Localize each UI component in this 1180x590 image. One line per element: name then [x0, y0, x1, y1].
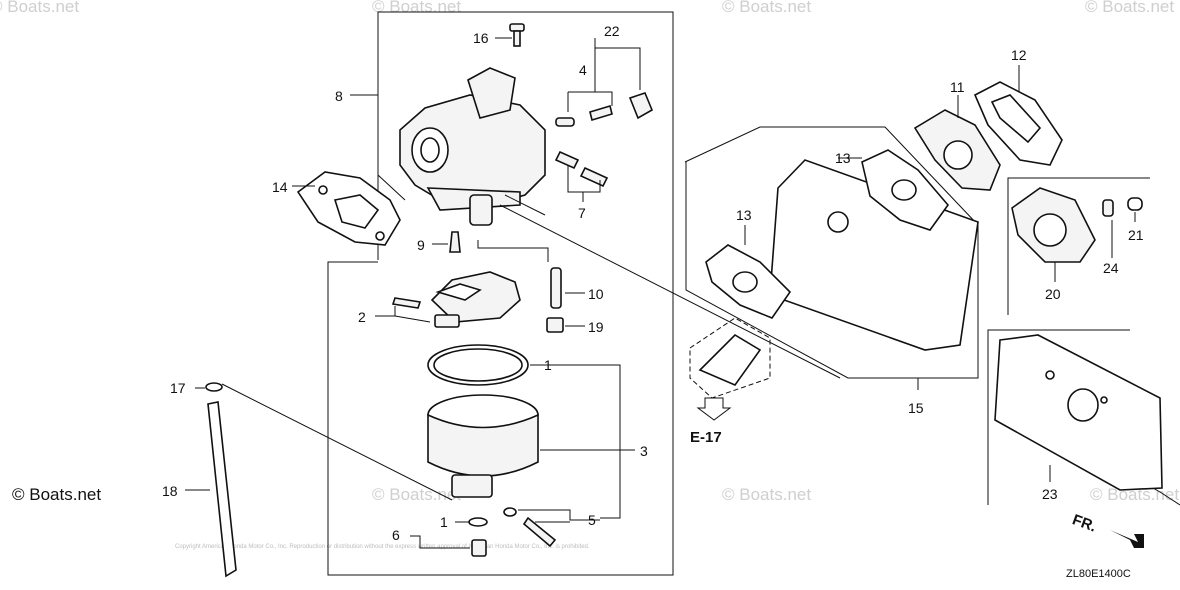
watermark: © Boats.net: [0, 0, 79, 16]
float-chamber-3: [427, 394, 539, 498]
watermark: © Boats.net: [722, 485, 811, 504]
callout-1-oring: 1: [544, 357, 552, 373]
watermark: © Boats.net: [372, 0, 461, 16]
elbow-group-border: [1007, 177, 1150, 315]
callout-20: 20: [1045, 286, 1061, 302]
gasket-13-upper: [861, 149, 950, 231]
callout-3: 3: [640, 443, 648, 459]
float-chamber-gasket-1: [427, 344, 529, 386]
callout-16: 16: [473, 30, 489, 46]
watermark: © Boats.net: [722, 0, 811, 16]
breather-tube-24: [1102, 199, 1114, 217]
callout-7: 7: [578, 205, 586, 221]
drawing-code: ZL80E1400C: [1066, 568, 1131, 580]
insulator-11: [913, 109, 1001, 191]
callout-11: 11: [950, 79, 965, 95]
front-direction-arrow: [1110, 530, 1144, 548]
air-cleaner-element-23: [994, 334, 1163, 491]
insulator-group-border: [684, 126, 979, 379]
callout-9: 9: [417, 237, 425, 253]
callout-2: 2: [358, 309, 366, 325]
throttle-stop-screw-set: [554, 150, 609, 188]
callout-24: 24: [1103, 260, 1119, 276]
gasket-13-lower: [705, 244, 792, 319]
callout-4: 4: [579, 62, 587, 78]
callout-12: 12: [1011, 47, 1027, 63]
copyright-fine-print: Copyright American Honda Motor Co., Inc.…: [175, 544, 590, 550]
leader-lines: [185, 37, 1136, 549]
main-jet-9: [449, 231, 461, 253]
callout-8: 8: [335, 88, 343, 104]
air-cleaner-elbow-20: [1011, 187, 1096, 263]
callout-23: 23: [1042, 486, 1058, 502]
callout-19: 19: [588, 319, 604, 335]
callout-6: 6: [392, 527, 400, 543]
front-direction-label: FR.: [1070, 511, 1099, 535]
section-reference-label: E-17: [690, 429, 722, 446]
screw-16: [509, 23, 525, 47]
gasket-12: [973, 81, 1063, 166]
element-group-border: [987, 329, 1130, 505]
watermark-main: © Boats.net: [12, 485, 101, 504]
callout-17: 17: [170, 380, 186, 396]
drain-parts: [468, 507, 557, 557]
callout-22: 22: [604, 23, 620, 39]
callout-15: 15: [908, 400, 924, 416]
cap-21: [1127, 197, 1143, 211]
callout-5: 5: [588, 512, 596, 528]
drain-tube-18: [205, 382, 237, 578]
callout-13-upper: 13: [835, 150, 851, 166]
carburetor-group-border: [327, 11, 674, 576]
callout-10: 10: [588, 286, 604, 302]
carburetor-body: [399, 67, 546, 226]
callout-1-washer: 1: [440, 514, 448, 530]
watermark: © Boats.net: [1085, 0, 1174, 16]
callout-21: 21: [1128, 227, 1144, 243]
callout-18: 18: [162, 483, 178, 499]
float-valve-10: [546, 267, 564, 333]
float-assembly: [391, 271, 521, 328]
gasket-14: [296, 171, 401, 246]
watermark: © Boats.net: [372, 485, 461, 504]
group-borders: [327, 11, 1180, 576]
watermarks: © Boats.net © Boats.net © Boats.net © Bo…: [0, 0, 1179, 550]
reference-part-e17: [689, 317, 771, 421]
pilot-screw-set: [555, 92, 654, 127]
callout-14: 14: [272, 179, 288, 195]
callout-13-lower: 13: [736, 207, 752, 223]
callouts: 16 22 4 8 14 7 9 10 2 19 1 3 5 1 6 17 18…: [162, 23, 1144, 543]
